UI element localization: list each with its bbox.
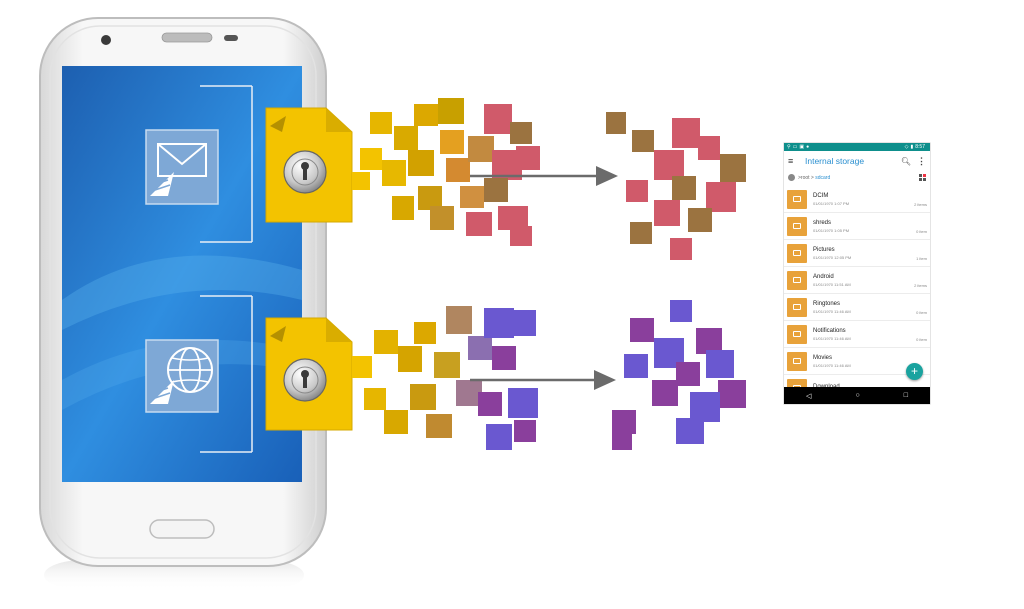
- file-date: 01/01/1970 11:46 AM: [813, 335, 851, 341]
- file-name: DCIM: [813, 192, 829, 199]
- speaker-grille: [161, 32, 213, 43]
- encrypted-file-bottom: [265, 317, 353, 431]
- home-button[interactable]: [149, 519, 215, 539]
- file-date: 01/01/1970 11:51 AM: [813, 281, 851, 287]
- menu-icon[interactable]: ≡: [788, 155, 794, 166]
- battery-icon: ▮: [910, 144, 914, 150]
- shred-fragments-bottom: [352, 306, 538, 450]
- email-icon: [145, 129, 219, 205]
- file-date: 01/01/1970 1:07 PM: [813, 200, 850, 206]
- status-time: 8:57: [915, 144, 925, 150]
- file-name: shreds: [813, 219, 832, 226]
- recents-icon[interactable]: □: [903, 392, 908, 399]
- breadcrumb-root[interactable]: root: [800, 174, 810, 181]
- file-name: Notifications: [813, 327, 846, 334]
- folder-status-icon: ▭: [792, 144, 798, 150]
- file-count: 0 item: [916, 337, 927, 342]
- grid-view-icon[interactable]: [919, 174, 926, 181]
- file-date: 01/01/1970 1:05 PM: [813, 227, 850, 233]
- arrow-right-icon: [470, 166, 618, 186]
- file-count: 2 items: [914, 283, 927, 288]
- folder-icon: [787, 297, 807, 317]
- shredded-pieces-top: [606, 112, 746, 260]
- folder-icon: [787, 378, 807, 387]
- breadcrumb-current[interactable]: sdcard: [815, 174, 831, 181]
- breadcrumb-separator: >: [809, 174, 816, 181]
- file-name: Movies: [813, 354, 833, 361]
- add-button[interactable]: +: [906, 363, 923, 380]
- smartphone: [39, 17, 327, 590]
- breadcrumb-separator: >: [798, 174, 801, 181]
- shredded-pieces-bottom: [612, 300, 746, 450]
- file-name: Pictures: [813, 246, 835, 253]
- location-icon: ●: [806, 144, 810, 150]
- home-icon[interactable]: ○: [855, 392, 860, 399]
- android-file-manager: ⚲▭▣● ◇▮8:57 ≡ Internal storage 🔍︎ ⋮ > ro…: [784, 143, 930, 404]
- file-count: 0 item: [916, 310, 927, 315]
- file-count: 0 item: [916, 229, 927, 234]
- file-row[interactable]: Download: [784, 375, 930, 387]
- storage-icon[interactable]: [788, 174, 795, 181]
- folder-icon: [787, 243, 807, 263]
- wifi-icon: ◇: [904, 144, 909, 150]
- encrypted-file-top: [265, 107, 353, 223]
- arrow-right-icon: [470, 370, 616, 390]
- file-count: 1 item: [916, 256, 927, 261]
- file-date: 01/01/1970 12:05 PM: [813, 254, 852, 260]
- page-title: Internal storage: [805, 156, 865, 166]
- file-date: 01/01/1970 11:46 AM: [813, 362, 851, 368]
- more-options-icon[interactable]: ⋮: [917, 155, 926, 166]
- back-icon[interactable]: ◁: [806, 392, 812, 400]
- globe-icon: [145, 339, 219, 413]
- file-name: Android: [813, 273, 834, 280]
- folder-icon: [787, 351, 807, 371]
- shred-fragments-top: [352, 98, 540, 246]
- folder-icon: [787, 216, 807, 236]
- breadcrumb: > root > sdcard: [784, 171, 930, 184]
- app-toolbar: ≡ Internal storage 🔍︎ ⋮: [784, 151, 930, 171]
- front-camera-icon: [101, 35, 111, 45]
- file-date: 01/01/1970 11:46 AM: [813, 308, 851, 314]
- file-name: Ringtones: [813, 300, 841, 307]
- key-icon: ⚲: [787, 144, 791, 150]
- folder-icon: [787, 189, 807, 209]
- file-count: 2 items: [914, 202, 927, 207]
- android-status-bar: ⚲▭▣● ◇▮8:57: [784, 143, 930, 151]
- file-name: Download: [813, 384, 840, 387]
- image-status-icon: ▣: [799, 144, 805, 150]
- search-icon[interactable]: 🔍︎: [900, 156, 911, 166]
- folder-icon: [787, 270, 807, 290]
- android-nav-bar: ◁ ○ □: [784, 387, 930, 404]
- folder-icon: [787, 324, 807, 344]
